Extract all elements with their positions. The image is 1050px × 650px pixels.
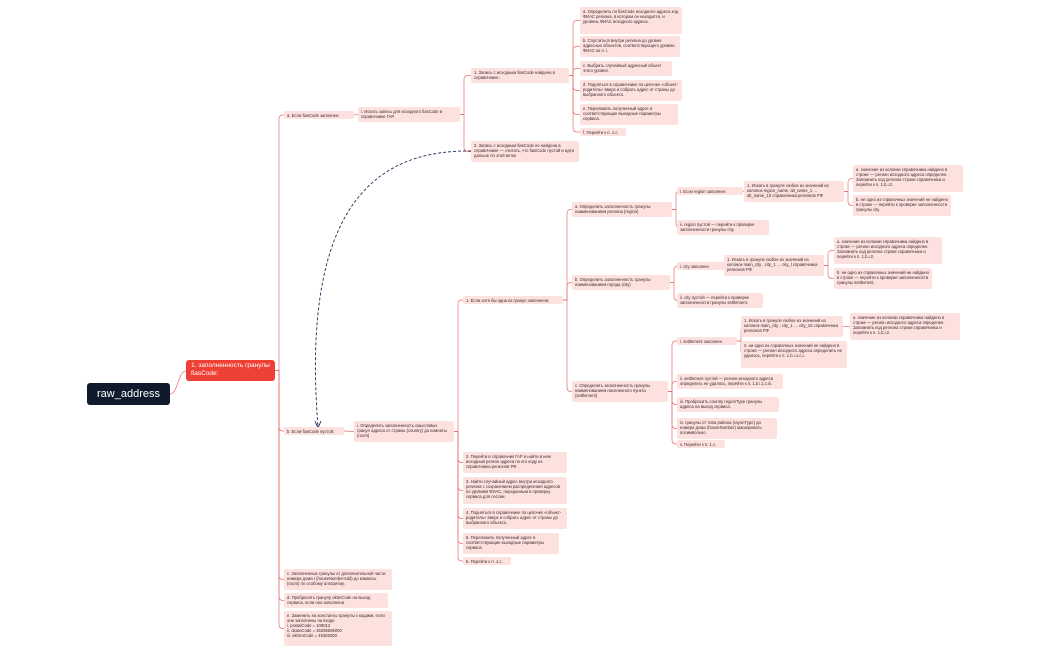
- node-a-i[interactable]: i. Искать запись для исходного fiasCode …: [358, 107, 460, 122]
- node-b[interactable]: b. Если fiasCode пустой:: [284, 427, 344, 436]
- edge-a_i-a_i_1: [460, 75, 471, 115]
- node-set-iii[interactable]: iii. Пробросить country regionType грану…: [677, 397, 779, 412]
- node-a-i-1-e[interactable]: e. Переложить полученный адрес в соответ…: [580, 104, 678, 125]
- edge-b_i_1-city: [563, 282, 572, 301]
- node-a-i-1-d[interactable]: d. Подняться в справочнике по цепочке «о…: [580, 80, 682, 101]
- node-a-i-1-f[interactable]: f. Перейти к п. 1.c.: [580, 128, 626, 137]
- node-a[interactable]: a. Если fiasCode заполнен:: [284, 111, 354, 120]
- edge-b_i-b_i_4: [454, 431, 463, 519]
- edge-b_i-b_i_1: [454, 299, 463, 432]
- edge-b-b_i: [343, 430, 355, 432]
- edge-set-set_v: [668, 391, 677, 445]
- edge-reg_i_1-reg_i_1_a: [844, 178, 853, 192]
- node-set-v[interactable]: v. Перейти к п. 1.c.: [677, 440, 725, 449]
- node-set[interactable]: c. Определить заполненность гранулы наим…: [572, 381, 668, 402]
- edge-a_i_1-a_i_1_f: [569, 75, 580, 133]
- edge-a_i_1-a_i_1_e: [569, 75, 580, 115]
- edge-reg_i-reg_i_1: [742, 190, 745, 192]
- edge-a_i_1-a_i_1_a: [569, 20, 580, 76]
- node-set-i[interactable]: i. settlement заполнен: [677, 337, 737, 346]
- node-c[interactable]: c. Заполненные гранулы от дополнительной…: [284, 569, 392, 590]
- node-city-ii[interactable]: ii. city пустой — перейти к проверке зап…: [677, 293, 763, 308]
- edge-b_i_1-reg: [563, 209, 572, 301]
- node-b-i[interactable]: i. Определить заполненность смысловых гр…: [354, 421, 454, 442]
- edge-a_i_1-a_i_1_b: [569, 46, 580, 76]
- edge-b_i-b_i_6: [454, 431, 463, 562]
- node-e[interactable]: e. Заменить на константы гранулы с кодам…: [284, 611, 392, 646]
- edge-set-set_i: [668, 340, 677, 392]
- node-b-i-5[interactable]: 5. Переложить полученный адрес в соответ…: [463, 533, 559, 554]
- node-reg-i-1-a[interactable]: a. значение из колонки справочника найде…: [853, 165, 963, 192]
- node-a-i-1-a[interactable]: a. Определить по fiasCode исходного адре…: [580, 7, 682, 34]
- edge-a_i-a_i_2: [460, 114, 471, 152]
- node-b-i-3[interactable]: 3. Найти случайный адрес внутри исходног…: [463, 477, 567, 504]
- node-city-i-1[interactable]: 1. Искать в грануле любое из значений из…: [724, 255, 824, 276]
- node-b-i-1[interactable]: 1. Если хотя бы одна из гранул заполнена…: [463, 296, 563, 305]
- edge-set-set_ii: [668, 381, 677, 392]
- node-set-i-1[interactable]: 1. Искать в грануле любое из значений из…: [741, 316, 843, 337]
- edge-b_i-b_i_5: [454, 431, 463, 544]
- edge-main-c: [275, 370, 284, 580]
- edge-main-b: [275, 370, 284, 432]
- root-node[interactable]: raw_address: [87, 383, 170, 405]
- node-b-i-2[interactable]: 2. Перейти в справочник ГАР и найти в не…: [463, 452, 567, 473]
- node-b-i-4[interactable]: 4. Подняться в справочнике по цепочке «о…: [463, 508, 567, 529]
- edge-set-set_iv: [668, 391, 677, 429]
- node-reg-ii[interactable]: ii. region пустой — перейти к проверке з…: [677, 220, 769, 235]
- edge-b_i_1-set: [563, 299, 572, 392]
- edge-main-e: [275, 370, 284, 629]
- edge-a_i_1-a_i_1_c: [569, 68, 580, 76]
- node-city-i[interactable]: i. city заполнен: [677, 262, 733, 271]
- edge-set-set_iii: [668, 391, 677, 405]
- node-set-iv[interactable]: iv. гранулы от типа района (rayonType) д…: [677, 418, 777, 439]
- node-d[interactable]: d. Пробросить гранулу oktmCode на выход …: [284, 593, 388, 608]
- node-b-i-6[interactable]: 6. Перейти к п. 1.c.: [463, 557, 511, 566]
- main-topic-node[interactable]: 1. заполненность гранулы fiasCode:: [186, 360, 275, 381]
- edge-main-d: [275, 370, 284, 601]
- node-reg-i-1[interactable]: 1. Искать в грануле любое из значений из…: [744, 181, 844, 202]
- edge-reg_i_1-reg_i_1_b: [844, 191, 853, 206]
- node-a-i-2[interactable]: 2. Запись с исходным fiasCode не найдена…: [471, 141, 579, 162]
- edge-city_i_1-city_i_1_a: [824, 250, 834, 266]
- node-set-ii[interactable]: ii. settlement пустой — регион исходного…: [677, 374, 783, 389]
- node-reg-i-1-b[interactable]: b. не одно из справочных значений не най…: [853, 195, 951, 216]
- edge-root-main: [169, 370, 187, 395]
- node-city-i-1-b[interactable]: b. ни одно из справочных значений не най…: [834, 268, 932, 289]
- node-reg-i[interactable]: i. Если region заполнен:: [677, 187, 743, 196]
- edge-a_i_1-a_i_1_d: [569, 75, 580, 91]
- node-city[interactable]: b. Определить заполненность гранулы наим…: [572, 275, 670, 290]
- node-a-i-1[interactable]: 1. Запись с исходным fiasCode найдена в …: [471, 68, 569, 83]
- node-set-i-2[interactable]: 2. ни одно из справочных значений не най…: [741, 341, 847, 368]
- node-reg[interactable]: a. Определить заполненность гранулы наим…: [572, 202, 672, 217]
- edge-b_i-b_i_2: [454, 431, 463, 463]
- edge-a-a_i: [353, 114, 359, 116]
- node-set-i-1-a[interactable]: a. значение из колонки справочника найде…: [850, 313, 960, 340]
- node-a-i-1-b[interactable]: b. Спуститься внутри региона до уровня а…: [580, 36, 680, 57]
- relation-dashed-link: [314, 150, 472, 428]
- node-city-i-1-a[interactable]: a. значение из колонки справочника найде…: [834, 237, 942, 264]
- edge-city_i_1-city_i_1_b: [824, 265, 834, 279]
- edge-main-a: [275, 114, 284, 371]
- node-a-i-1-c[interactable]: c. Выбрать случайный адресный объект это…: [580, 61, 672, 76]
